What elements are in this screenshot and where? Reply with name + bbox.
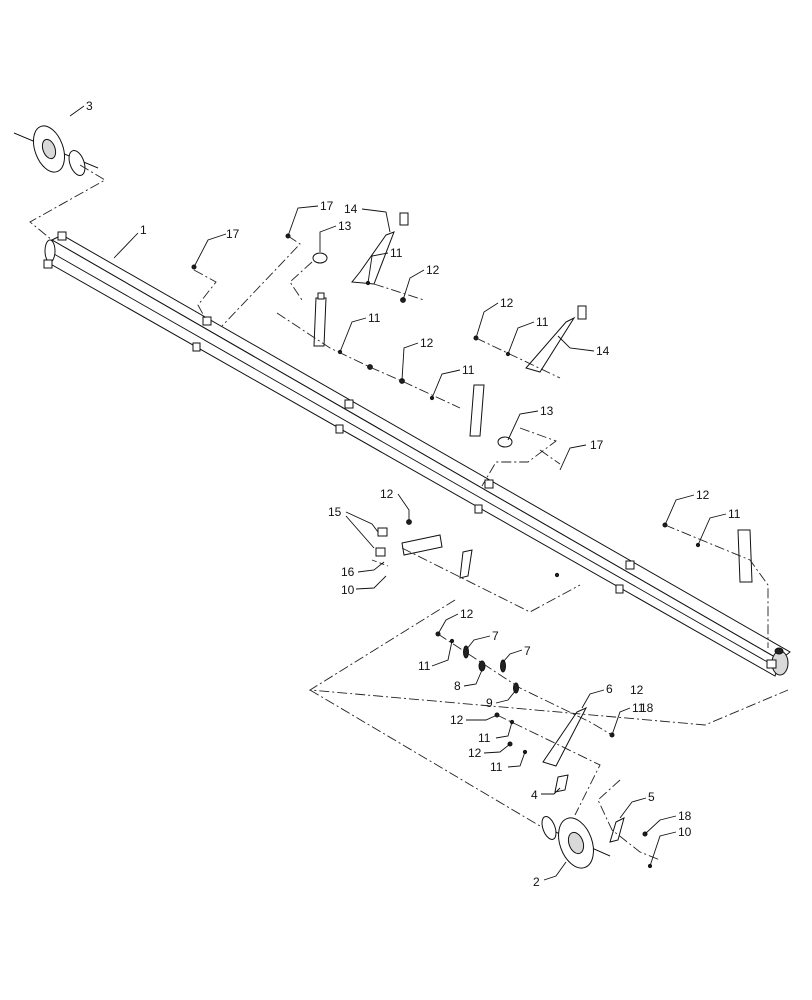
callout-11-c: 11 — [462, 363, 475, 377]
part-5 — [609, 817, 625, 843]
saddle-13a — [312, 252, 328, 264]
callout-12-g: 12 — [630, 683, 644, 697]
callout-12-d: 12 — [696, 488, 710, 502]
callout-11-e: 11 — [728, 507, 741, 521]
callout-7-a: 7 — [492, 629, 499, 643]
callout-11-b: 11 — [368, 311, 381, 325]
callout-17-c: 17 — [590, 438, 604, 452]
part-4 — [554, 774, 569, 793]
assembly-lines — [29, 164, 789, 861]
callout-11-h: 11 — [478, 731, 491, 745]
saddle-13b — [497, 436, 513, 448]
callout-12-f: 12 — [460, 607, 474, 621]
rings-7-8-9 — [463, 645, 519, 694]
bracket-left — [401, 534, 473, 579]
callout-16: 16 — [341, 565, 355, 579]
arm-part-6 — [542, 706, 588, 767]
callout-11-g: 11 — [632, 701, 645, 715]
upper-arm-left — [351, 212, 409, 285]
callout-17-a: 17 — [320, 199, 334, 213]
main-tube — [43, 231, 791, 677]
leader-lines — [69, 105, 727, 881]
callout-11-f: 11 — [418, 659, 431, 673]
callout-13-a: 13 — [338, 219, 352, 233]
callout-12-b: 12 — [420, 336, 434, 350]
callout-10-a: 10 — [341, 583, 355, 597]
callout-5: 5 — [648, 790, 655, 804]
callout-13-b: 13 — [540, 404, 554, 418]
upper-arm-right — [525, 305, 587, 373]
callout-11-d: 11 — [536, 315, 549, 329]
callout-18-b: 18 — [678, 809, 692, 823]
callout-9: 9 — [486, 696, 493, 710]
callout-7-b: 7 — [524, 644, 531, 658]
callout-12-e: 12 — [380, 487, 394, 501]
callout-2: 2 — [533, 875, 540, 889]
hanger-middle — [469, 384, 485, 437]
callout-4: 4 — [531, 788, 538, 802]
callout-17-b: 17 — [226, 227, 240, 241]
callout-11-i: 11 — [490, 760, 503, 774]
callout-labels: 1 2 3 4 5 6 7 7 8 9 10 10 11 11 11 11 11… — [86, 99, 741, 889]
hanger-right — [737, 529, 753, 583]
callout-12-h: 12 — [450, 713, 464, 727]
callout-12-a: 12 — [426, 263, 440, 277]
upper-shaft-flange — [13, 125, 99, 176]
callout-1: 1 — [140, 223, 147, 237]
callout-14-a: 14 — [344, 202, 358, 216]
callout-12-i: 12 — [468, 746, 482, 760]
callout-18-a: 18 — [640, 701, 654, 715]
callout-15: 15 — [328, 505, 342, 519]
callout-6: 6 — [606, 682, 613, 696]
hanger-upper — [313, 292, 327, 347]
callout-12-c: 12 — [500, 296, 514, 310]
callout-14-b: 14 — [596, 344, 610, 358]
lower-shaft-flange — [541, 816, 611, 869]
callout-10-b: 10 — [678, 825, 692, 839]
callout-8: 8 — [454, 679, 461, 693]
callout-11-a: 11 — [390, 246, 403, 260]
callout-3: 3 — [86, 99, 93, 113]
hardware-dots — [191, 233, 701, 869]
